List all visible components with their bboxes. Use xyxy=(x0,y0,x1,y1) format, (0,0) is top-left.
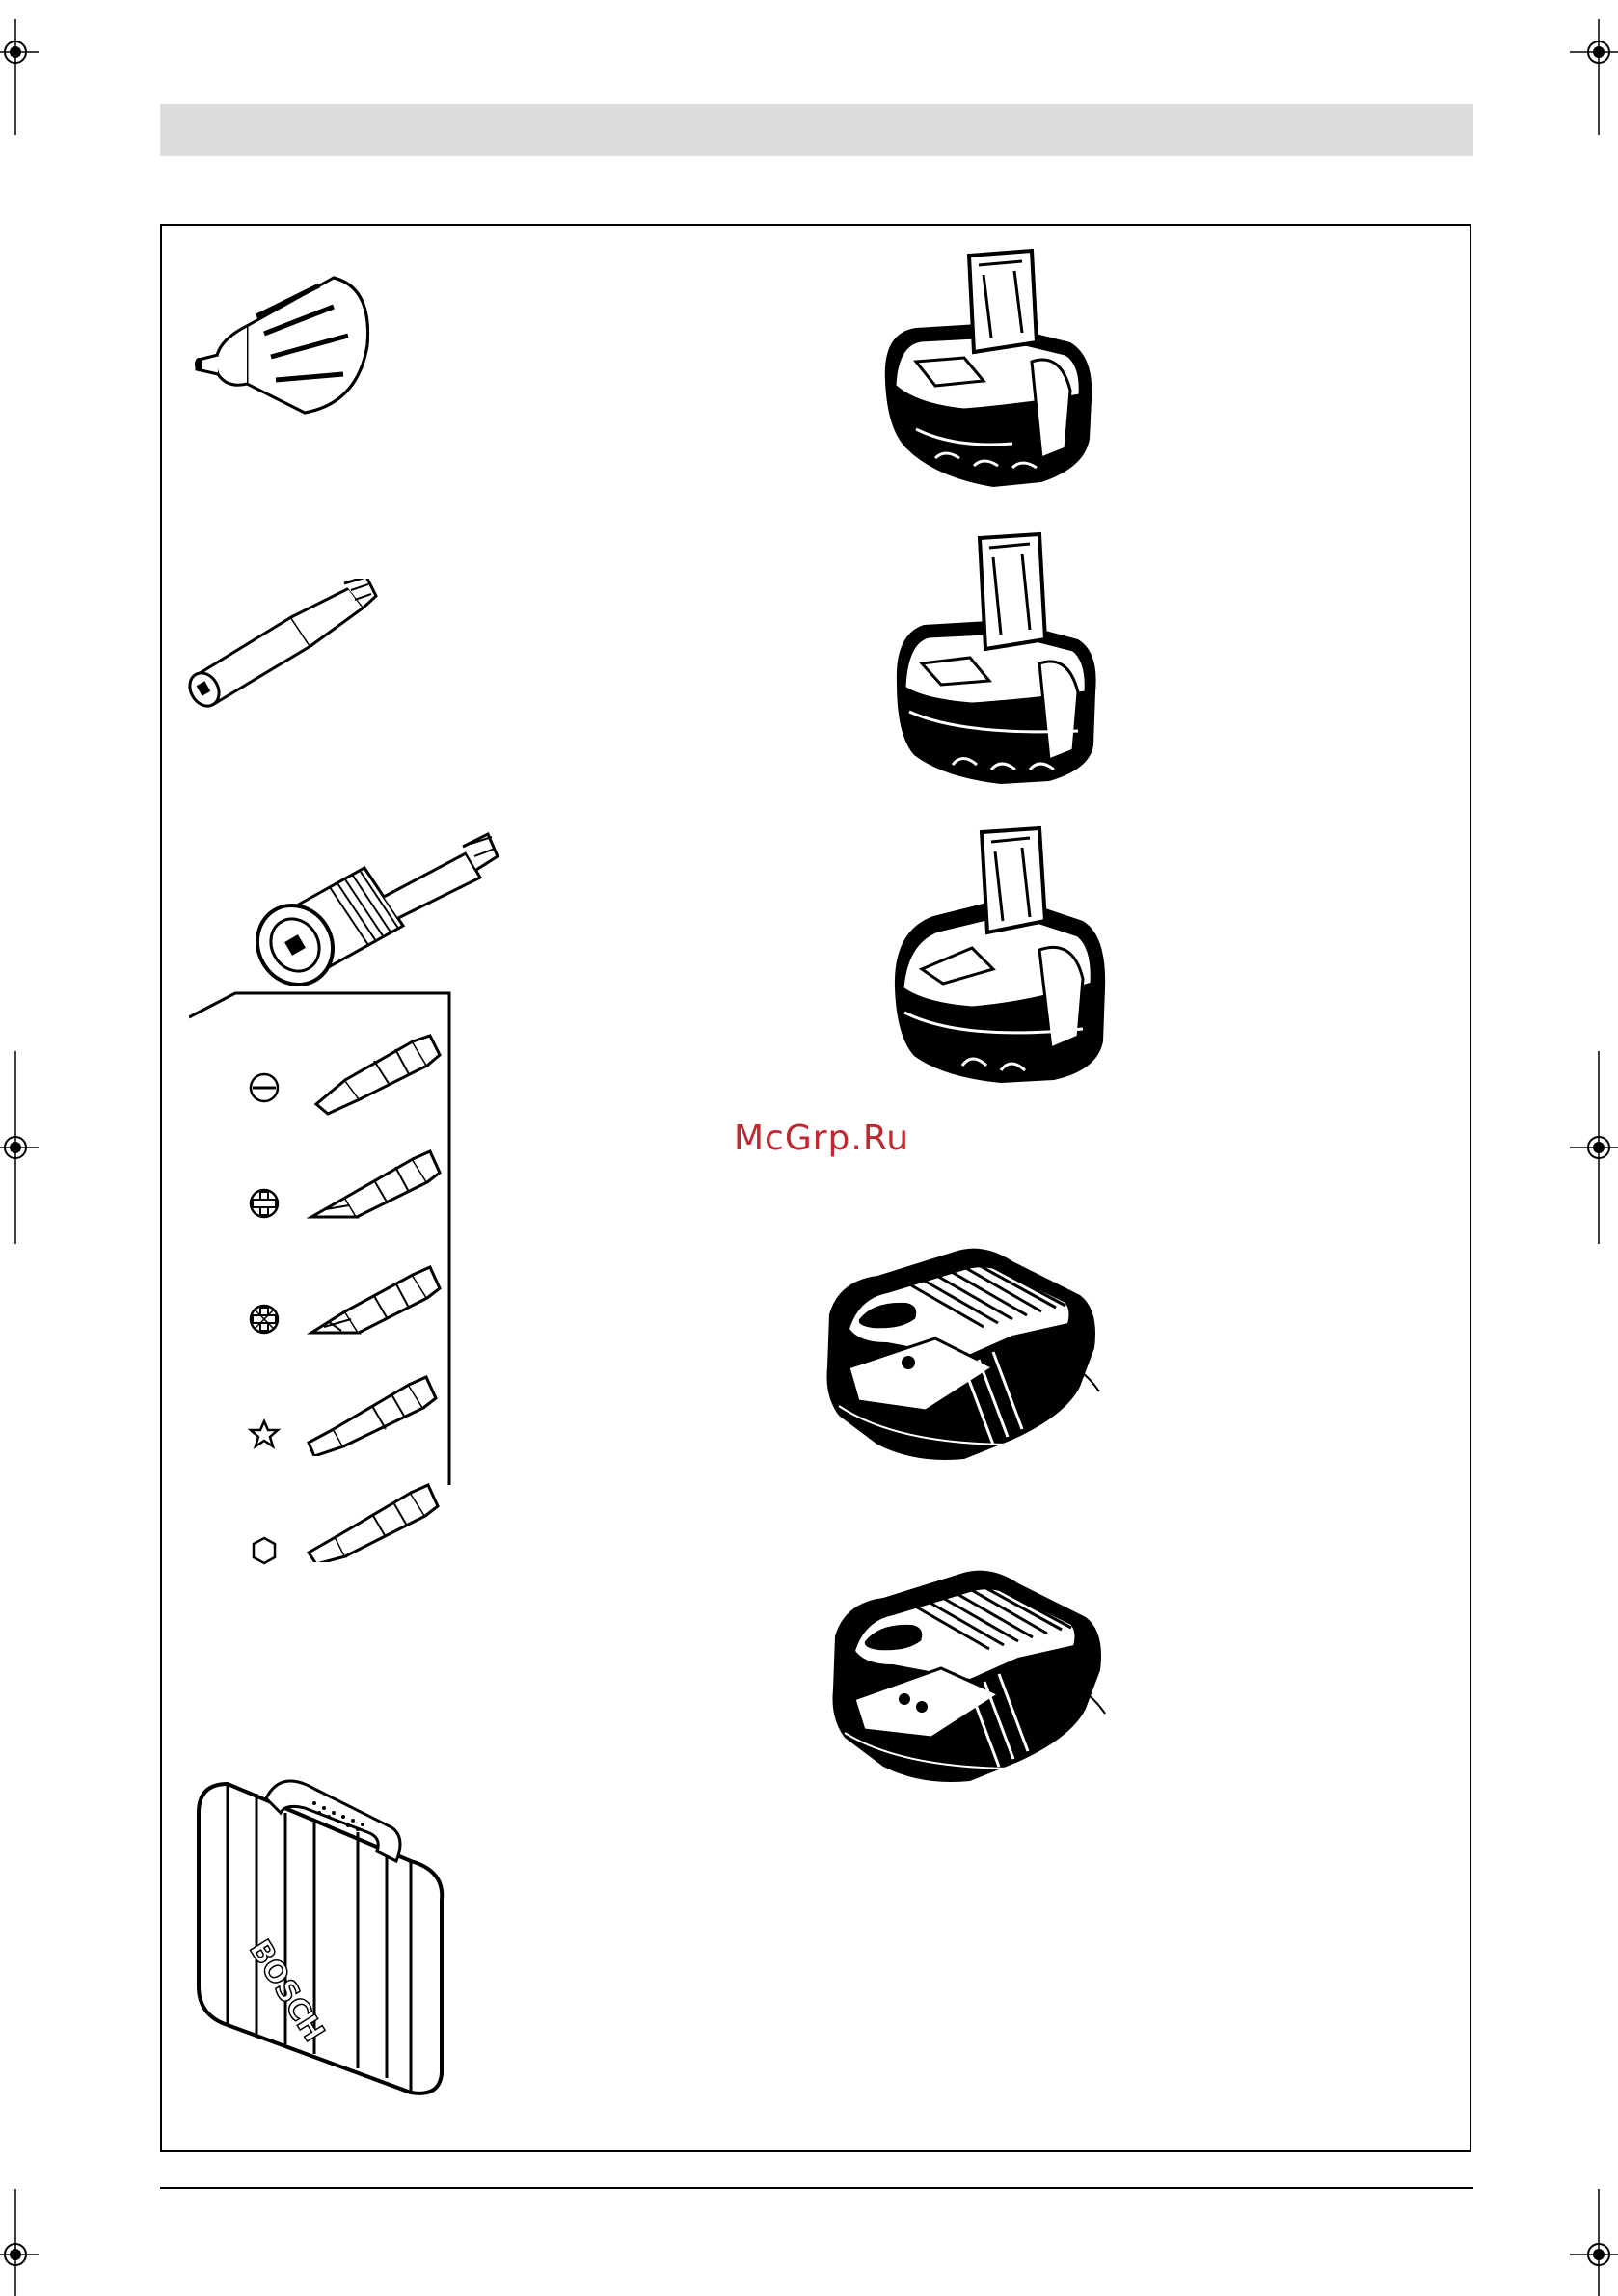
phillips-bit-icon xyxy=(307,1138,442,1234)
registration-mark-bottom-right xyxy=(1570,2189,1618,2296)
hex-bit-icon xyxy=(305,1466,440,1562)
battery-pack-small-icon xyxy=(877,236,1099,497)
slotted-bit-icon xyxy=(307,1022,442,1119)
pozidriv-symbol-icon xyxy=(247,1302,282,1337)
quick-change-bit-holder-icon xyxy=(239,810,499,993)
carrying-case-icon: BOSCH xyxy=(189,1755,449,2102)
hex-symbol-icon xyxy=(247,1533,282,1568)
charger-two-led-icon xyxy=(825,1545,1115,1796)
battery-pack-large-icon xyxy=(885,824,1117,1090)
registration-mark-mid-left xyxy=(0,1051,39,1244)
torx-symbol-icon xyxy=(247,1418,282,1452)
slotted-symbol-icon xyxy=(247,1070,282,1105)
keyless-chuck-icon xyxy=(189,268,382,422)
battery-pack-medium-icon xyxy=(885,528,1107,789)
pozidriv-bit-icon xyxy=(307,1254,442,1350)
header-bar xyxy=(160,104,1473,156)
watermark-text: McGrp.Ru xyxy=(715,1119,928,1158)
registration-mark-mid-right xyxy=(1570,1051,1618,1244)
registration-mark-bottom-left xyxy=(0,2189,39,2296)
charger-icon xyxy=(820,1223,1109,1473)
bit-holder-icon xyxy=(185,579,378,714)
phillips-symbol-icon xyxy=(247,1186,282,1221)
torx-bit-icon xyxy=(305,1360,440,1456)
registration-mark-top-left xyxy=(0,19,39,135)
footer-rule xyxy=(160,2187,1473,2189)
registration-mark-top-right xyxy=(1570,19,1618,135)
